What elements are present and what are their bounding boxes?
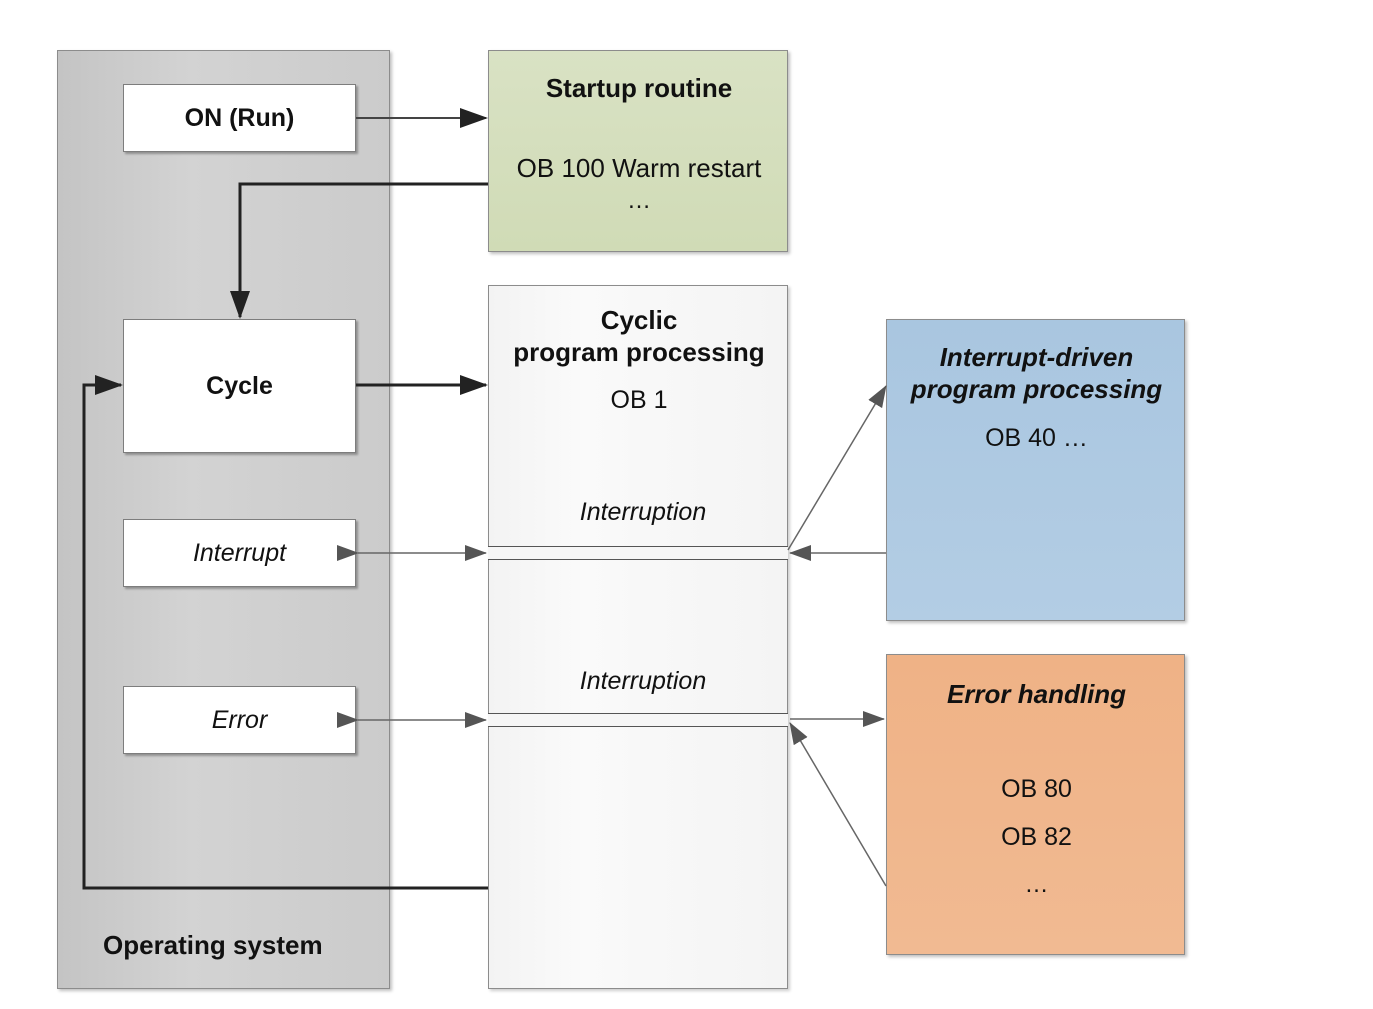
arrow-loop-to-cycle [82,375,488,890]
interruption-band-1 [488,546,788,560]
error-handling-box: Error handling OB 80 OB 82 … [886,654,1185,955]
arrow-error-handling-return [789,722,887,887]
interrupt-box: Interrupt [123,519,356,587]
arrow-band1-to-interrupt-driven [787,385,887,551]
cyclic-processing-box: Cyclic program processing OB 1 Interrupt… [488,285,788,989]
startup-routine-box: Startup routine OB 100 Warm restart … [488,50,788,252]
startup-ob: OB 100 Warm restart [516,153,762,183]
error-label: Error [211,705,268,734]
on-run-label: ON (Run) [184,103,295,132]
on-run-box: ON (Run) [123,84,356,152]
interrupt-driven-title-line1: Interrupt-driven [939,342,1134,372]
interrupt-label: Interrupt [192,538,287,567]
error-handling-ob2: OB 82 [1001,823,1072,851]
interrupt-driven-processing-box: Interrupt-driven program processing OB 4… [886,319,1185,621]
cycle-label: Cycle [206,371,273,400]
cyclic-title-line1: Cyclic [600,305,678,335]
operating-system-label: Operating system [103,930,323,960]
error-handling-more: … [1024,871,1049,898]
interrupt-driven-title-line2: program processing [910,374,1163,404]
cycle-box: Cycle [123,319,356,453]
interruption-band-2 [488,713,788,727]
interruption-label-1: Interruption [579,498,707,526]
error-handling-ob1: OB 80 [1001,775,1072,803]
interruption-label-2: Interruption [579,667,707,695]
startup-more: … [627,187,651,214]
startup-title: Startup routine [545,73,733,103]
error-handling-title: Error handling [946,679,1127,709]
arrow-startup-to-cycle [230,182,488,319]
cyclic-title-line2: program processing [513,337,765,367]
interrupt-driven-ob: OB 40 … [985,424,1088,452]
cyclic-ob: OB 1 [610,386,668,414]
error-box: Error [123,686,356,754]
